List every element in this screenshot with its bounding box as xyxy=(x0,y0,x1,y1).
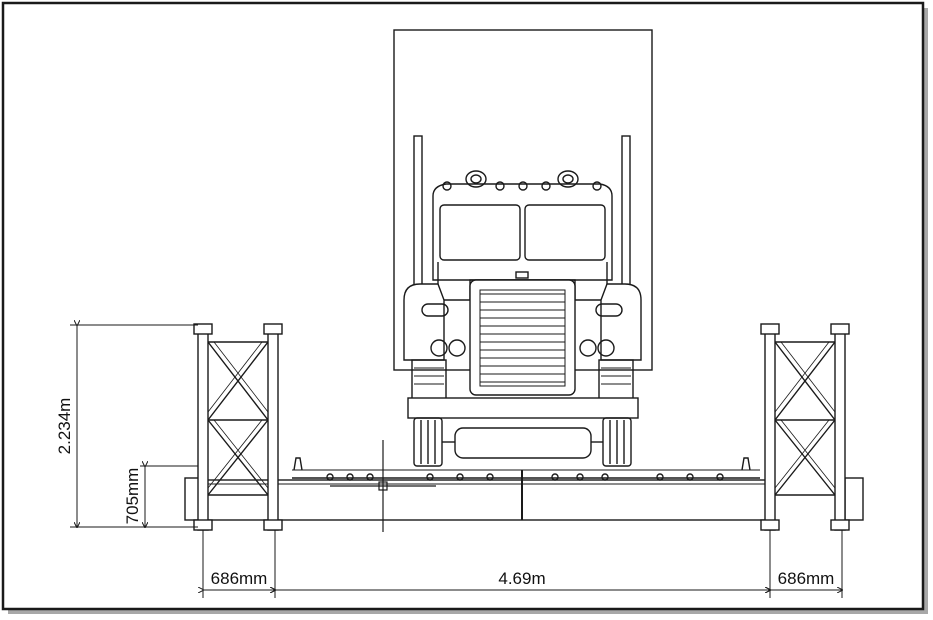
hood-ornament xyxy=(515,271,529,279)
fender-right xyxy=(600,283,642,361)
mirror-left xyxy=(421,303,449,317)
right-bailey-truss xyxy=(760,323,850,531)
windshield-right xyxy=(524,204,606,261)
front-bumper xyxy=(407,397,639,419)
headlights xyxy=(430,339,615,357)
grille-slats xyxy=(479,289,566,387)
bridge-deck xyxy=(184,457,864,521)
exhaust-stack-left xyxy=(413,135,423,287)
deck-bolts xyxy=(326,473,724,481)
crosshair-cursor-icon xyxy=(330,440,436,532)
dim-width-deck: 4.69m xyxy=(498,569,545,588)
left-bailey-truss xyxy=(193,323,283,531)
dim-height-total: 2.234m xyxy=(55,398,74,455)
cab-body xyxy=(432,183,613,281)
windshield-left xyxy=(439,204,521,261)
grille-frame xyxy=(469,279,576,396)
truck-front-view xyxy=(393,29,653,467)
fender-left xyxy=(403,283,445,361)
axle-housing xyxy=(454,427,592,459)
dim-width-right-truss: 686mm xyxy=(778,569,835,588)
cab-roof-lights xyxy=(442,170,602,191)
mirror-right xyxy=(595,303,623,317)
dim-width-left-truss: 686mm xyxy=(211,569,268,588)
exhaust-stack-right xyxy=(621,135,631,287)
dim-height-girder: 705mm xyxy=(123,468,142,525)
dimension-lines xyxy=(70,325,842,598)
